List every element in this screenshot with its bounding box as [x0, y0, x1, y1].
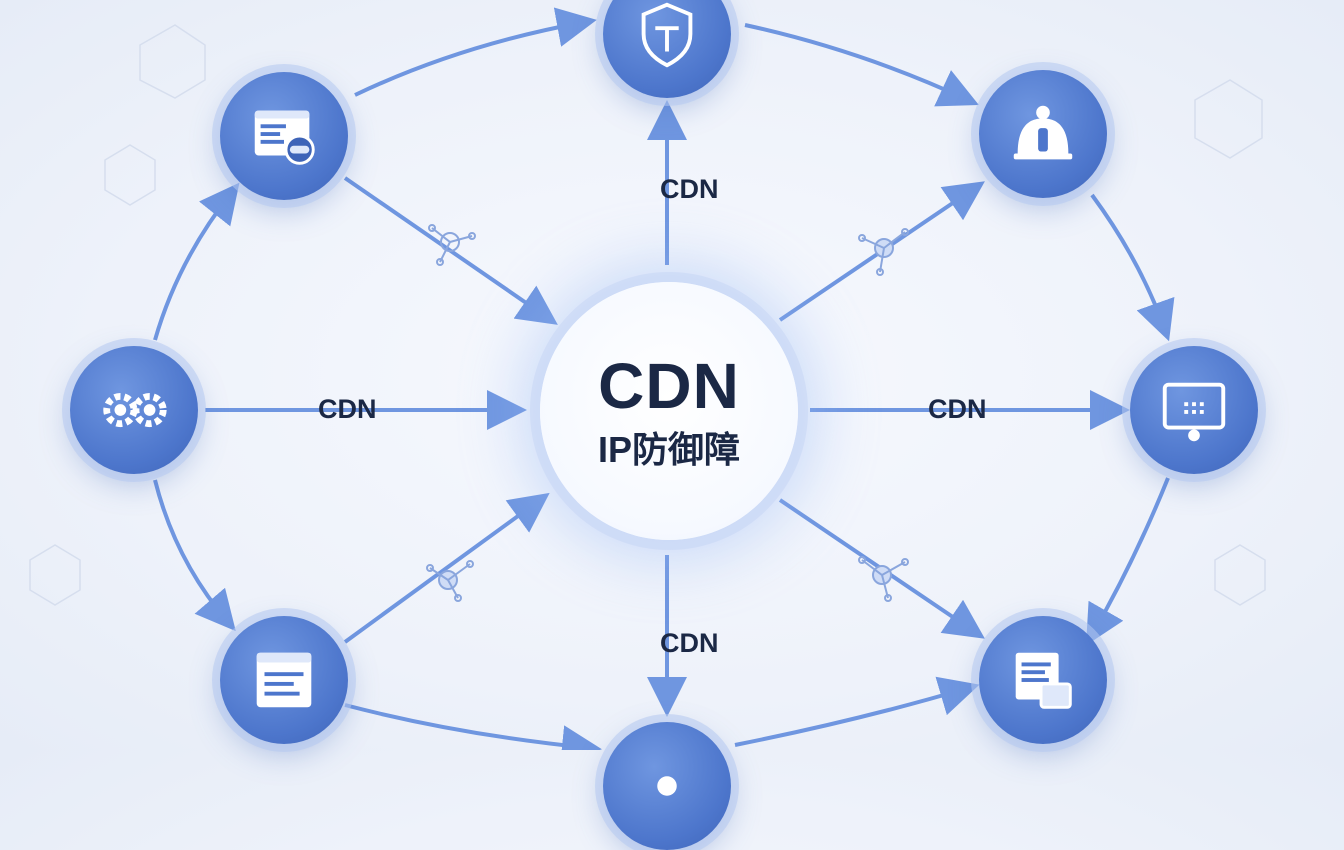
arrow-bottomright-from-bottom	[734, 676, 980, 747]
network-glyph-upper-right	[858, 228, 909, 276]
arrow-topright-to-right	[1090, 193, 1175, 342]
arrow-left-to-bottomleft	[153, 479, 236, 632]
arrow-bottomleft-to-center	[343, 492, 550, 644]
shield-icon	[641, 2, 693, 68]
monitor-icon	[1162, 382, 1226, 442]
background-hexagons	[29, 24, 1266, 606]
node-top-left-browser	[220, 72, 348, 200]
node-top-shield	[603, 0, 731, 98]
node-right-monitor	[1130, 346, 1258, 474]
edge-label-top: CDN	[660, 174, 719, 204]
arrow-left-to-topleft	[153, 182, 240, 341]
node-bottom-left-document	[220, 616, 348, 744]
node-icon	[657, 776, 677, 796]
arrow-center-to-bottomright	[778, 498, 985, 639]
arrow-right-to-bottomright	[1086, 477, 1170, 646]
server-dome-icon	[1013, 105, 1073, 160]
connector-layer	[29, 7, 1266, 750]
edge-label-right: CDN	[928, 394, 987, 424]
node-top-right-server	[979, 70, 1107, 198]
center-hub: CDN IP防御障	[540, 282, 798, 540]
gears-icon	[103, 392, 167, 428]
network-glyph-lower-right	[858, 556, 909, 602]
network-glyph-lower-left	[426, 560, 474, 602]
cdn-diagram: CDN IP防御障 CDN CDN CDN CDN	[29, 0, 1266, 850]
edge-label-bottom: CDN	[660, 628, 719, 658]
network-glyph-upper-left	[428, 224, 476, 266]
node-bottom-right-windows	[979, 616, 1107, 744]
center-subtitle: IP防御障	[597, 429, 740, 470]
edge-label-left: CDN	[318, 394, 377, 424]
stacked-windows-icon	[1015, 652, 1072, 709]
node-left-gears	[70, 346, 198, 474]
document-window-icon	[256, 652, 312, 708]
center-title: CDN	[598, 350, 740, 422]
node-bottom	[603, 722, 731, 850]
arrow-topleft-to-top	[354, 7, 597, 97]
arrow-top-to-topright	[744, 23, 979, 107]
browser-window-icon	[254, 110, 315, 165]
arrow-bottomleft-to-bottom	[344, 703, 602, 750]
